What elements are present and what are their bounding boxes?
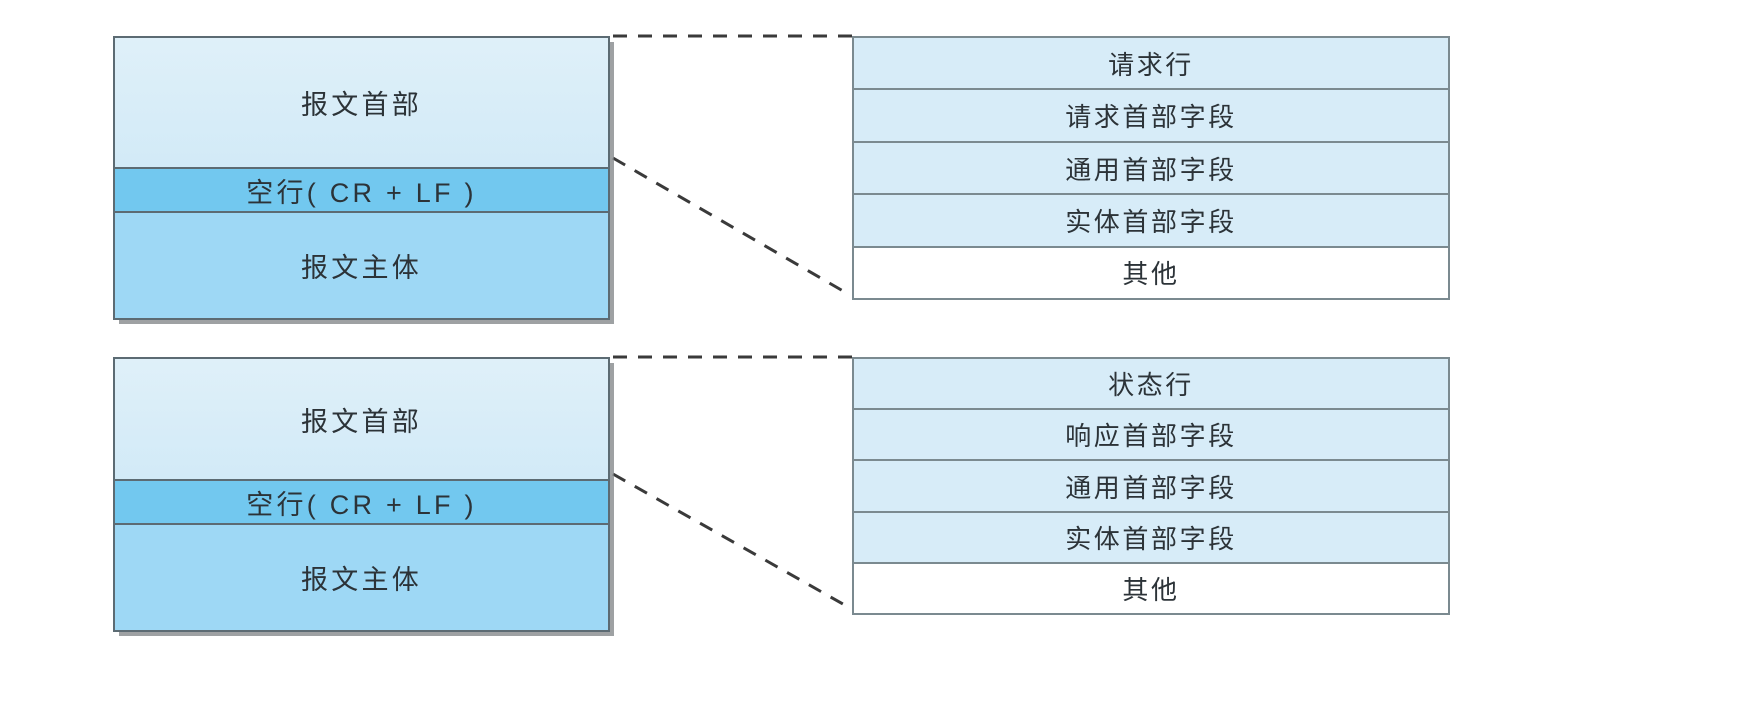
message-block-request: 报文首部 空行( CR + LF ) 报文主体 — [113, 36, 610, 320]
detail-row-label: 请求首部字段 — [1065, 102, 1237, 133]
detail-row-label: 状态行 — [1108, 370, 1194, 401]
detail-row-general-headers: 通用首部字段 — [854, 461, 1448, 513]
detail-row-entity-headers: 实体首部字段 — [854, 512, 1448, 564]
connector-response-diagonal — [612, 472, 851, 610]
message-row-label: 报文首部 — [301, 90, 422, 120]
detail-table-request: 请求行 请求首部字段 通用首部字段 实体首部字段 其他 — [852, 36, 1450, 300]
detail-row-label: 其他 — [1122, 574, 1180, 605]
detail-row-label: 通用首部字段 — [1065, 154, 1237, 185]
message-row-label: 报文主体 — [301, 253, 422, 283]
message-row-label: 报文主体 — [301, 565, 422, 595]
message-row-label: 报文首部 — [301, 406, 422, 437]
detail-row-label: 其他 — [1122, 259, 1180, 290]
message-row-body: 报文主体 — [115, 525, 608, 630]
message-block-response: 报文首部 空行( CR + LF ) 报文主体 — [113, 357, 610, 632]
detail-row-label: 通用首部字段 — [1065, 472, 1237, 503]
message-row-header: 报文首部 — [115, 359, 608, 481]
detail-row-start-line: 请求行 — [854, 38, 1448, 91]
message-row-blank-line: 空行( CR + LF ) — [115, 481, 608, 525]
detail-row-response-headers: 响应首部字段 — [854, 410, 1448, 462]
detail-row-label: 响应首部字段 — [1065, 421, 1237, 452]
message-row-label: 空行( CR + LF ) — [246, 177, 477, 208]
message-row-label: 空行( CR + LF ) — [246, 489, 477, 520]
detail-row-label: 请求行 — [1108, 49, 1194, 80]
message-row-blank-line: 空行( CR + LF ) — [115, 169, 608, 213]
detail-row-general-headers: 通用首部字段 — [854, 142, 1448, 196]
detail-row-request-headers: 请求首部字段 — [854, 90, 1448, 143]
message-row-body: 报文主体 — [115, 213, 608, 318]
detail-row-label: 实体首部字段 — [1065, 206, 1237, 237]
detail-table-response: 状态行 响应首部字段 通用首部字段 实体首部字段 其他 — [852, 357, 1450, 615]
detail-row-entity-headers: 实体首部字段 — [854, 195, 1448, 248]
detail-row-start-line: 状态行 — [854, 359, 1448, 411]
detail-row-other: 其他 — [854, 247, 1448, 299]
message-row-header: 报文首部 — [115, 38, 608, 169]
detail-row-label: 实体首部字段 — [1065, 523, 1237, 554]
detail-row-other: 其他 — [854, 563, 1448, 614]
connector-request-diagonal — [612, 156, 851, 297]
